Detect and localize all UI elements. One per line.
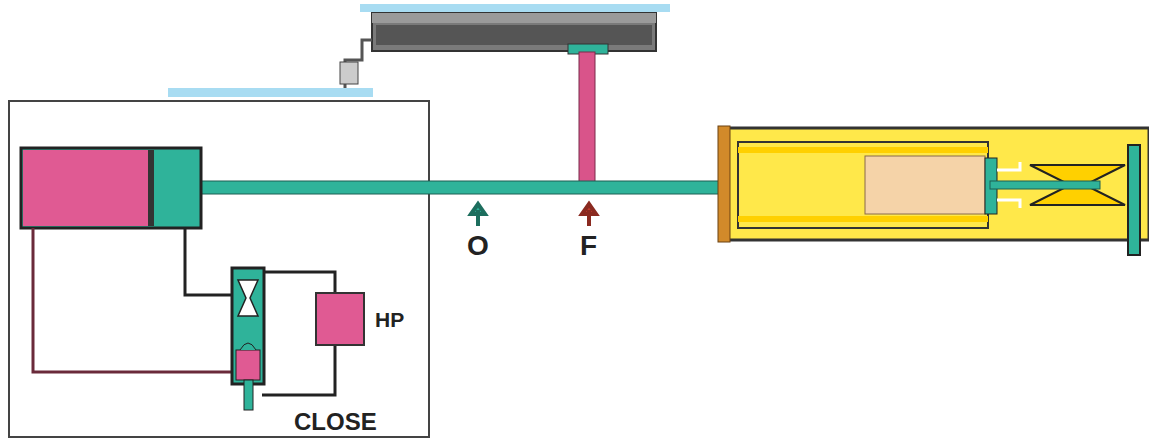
node-label: HP [375, 309, 404, 330]
pressure-chamber [23, 150, 148, 226]
hydraulic-line [262, 343, 335, 395]
ceiling-unit-top [372, 13, 656, 23]
housing [9, 101, 429, 437]
valve-piston [236, 350, 260, 380]
sleeve-wall [738, 216, 988, 222]
piston [148, 150, 154, 226]
ceiling-unit [372, 13, 656, 51]
ceiling-strip [360, 4, 670, 12]
ceiling-unit-body [376, 25, 652, 45]
housing-flange [718, 126, 730, 242]
valve-body [232, 268, 264, 384]
valve-housing [722, 128, 1149, 240]
ceiling-strip [168, 88, 373, 97]
force-label: F [580, 232, 597, 260]
opening-arrow [471, 204, 485, 226]
close-label: CLOSE [294, 410, 377, 434]
force-arrow [582, 204, 596, 226]
stem [990, 181, 1100, 189]
sleeve-wall [738, 147, 988, 153]
actuator-cylinder [21, 148, 201, 228]
valve-stem [244, 380, 253, 410]
valve-opening-label: O [467, 232, 489, 260]
valve-seat [238, 280, 258, 316]
end-cap [1128, 145, 1140, 255]
valve-plunger [240, 343, 256, 350]
hydraulic-line [33, 228, 233, 372]
spring-pack [865, 156, 985, 214]
pressure-source-box: HP [315, 292, 365, 346]
pink-rod [579, 52, 595, 192]
inner-sleeve [738, 142, 988, 228]
bracket-block [340, 62, 358, 84]
